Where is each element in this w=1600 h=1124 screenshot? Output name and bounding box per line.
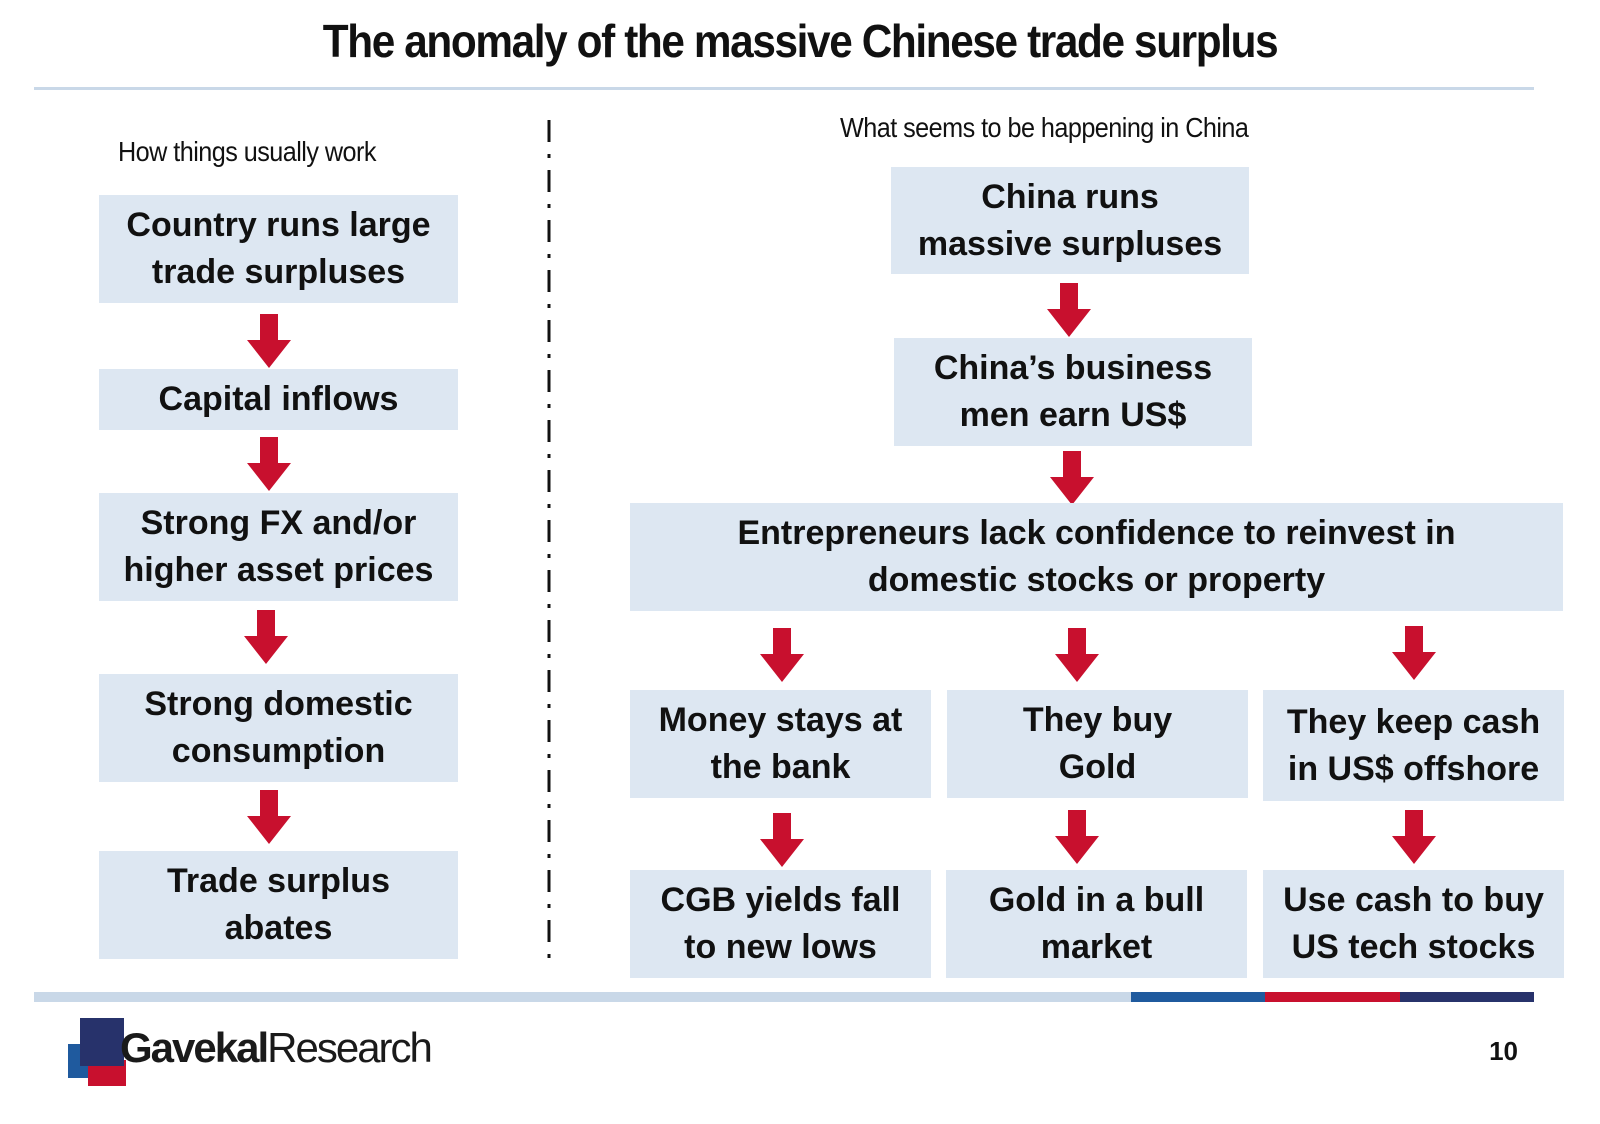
branch-2-result-box: Gold in a bull market [946, 870, 1247, 978]
branch-3-result-label: Use cash to buy US tech stocks [1283, 881, 1544, 966]
branch-1-result-label: CGB yields fall to new lows [660, 881, 901, 966]
left-step-4-label: Strong domestic consumption [144, 685, 413, 770]
left-heading: How things usually work [118, 136, 376, 167]
branch-2-action-box: They buy Gold [947, 690, 1248, 798]
down-arrow-icon [1392, 626, 1436, 680]
branch-3-action-label: They keep cash in US$ offshore [1286, 702, 1541, 788]
down-arrow-icon [247, 314, 291, 368]
left-step-5-box: Trade surplus abates [99, 851, 458, 959]
branch-2-action-label: They buy Gold [1022, 701, 1173, 786]
left-step-3-box: Strong FX and/or higher asset prices [99, 493, 458, 601]
brand-name: GavekalResearch [120, 1024, 433, 1072]
right-step-1-box: China runs massive surpluses [891, 167, 1249, 274]
right-heading: What seems to be happening in China [840, 112, 1249, 143]
footer-accent-navy [1400, 992, 1534, 1002]
title-underline [34, 87, 1534, 90]
down-arrow-icon [760, 813, 804, 867]
left-step-3-label: Strong FX and/or higher asset prices [123, 504, 434, 589]
right-step-3-label: Entrepreneurs lack confidence to reinves… [737, 514, 1456, 599]
left-step-2-label: Capital inflows [158, 380, 399, 418]
brand-name-bold: Gavekal [120, 1024, 269, 1071]
gavekal-logo-icon [68, 1018, 126, 1086]
branch-2-result-label: Gold in a bull market [988, 881, 1205, 966]
down-arrow-icon [1047, 283, 1091, 337]
footer-rule [34, 992, 1131, 1002]
branch-1-action-label: Money stays at the bank [658, 701, 903, 786]
left-step-4-box: Strong domestic consumption [99, 674, 458, 782]
down-arrow-icon [247, 437, 291, 491]
down-arrow-icon [1392, 810, 1436, 864]
footer-accent-blue [1131, 992, 1265, 1002]
left-step-1-label: Country runs large trade surpluses [126, 206, 431, 291]
dash-dot-divider [547, 120, 551, 970]
down-arrow-icon [247, 790, 291, 844]
branch-3-action-box: They keep cash in US$ offshore [1263, 690, 1564, 801]
down-arrow-icon [1050, 451, 1094, 505]
down-arrow-icon [1055, 810, 1099, 864]
slide-title: The anomaly of the massive Chinese trade… [322, 15, 1279, 67]
brand-name-regular: Research [267, 1024, 433, 1071]
page-number: 10 [1489, 1036, 1518, 1066]
down-arrow-icon [1055, 628, 1099, 682]
branch-1-action-box: Money stays at the bank [630, 690, 931, 798]
left-step-5-label: Trade surplus abates [167, 862, 390, 947]
left-step-2-box: Capital inflows [99, 369, 458, 430]
right-step-3-box: Entrepreneurs lack confidence to reinves… [630, 503, 1563, 611]
right-step-2-label: China’s business men earn US$ [933, 349, 1213, 434]
right-step-2-box: China’s business men earn US$ [894, 338, 1252, 446]
branch-3-result-box: Use cash to buy US tech stocks [1263, 870, 1564, 978]
down-arrow-icon [244, 610, 288, 664]
down-arrow-icon [760, 628, 804, 682]
footer-accent-red [1265, 992, 1400, 1002]
right-step-1-label: China runs massive surpluses [917, 177, 1223, 263]
left-step-1-box: Country runs large trade surpluses [99, 195, 458, 303]
branch-1-result-box: CGB yields fall to new lows [630, 870, 931, 978]
